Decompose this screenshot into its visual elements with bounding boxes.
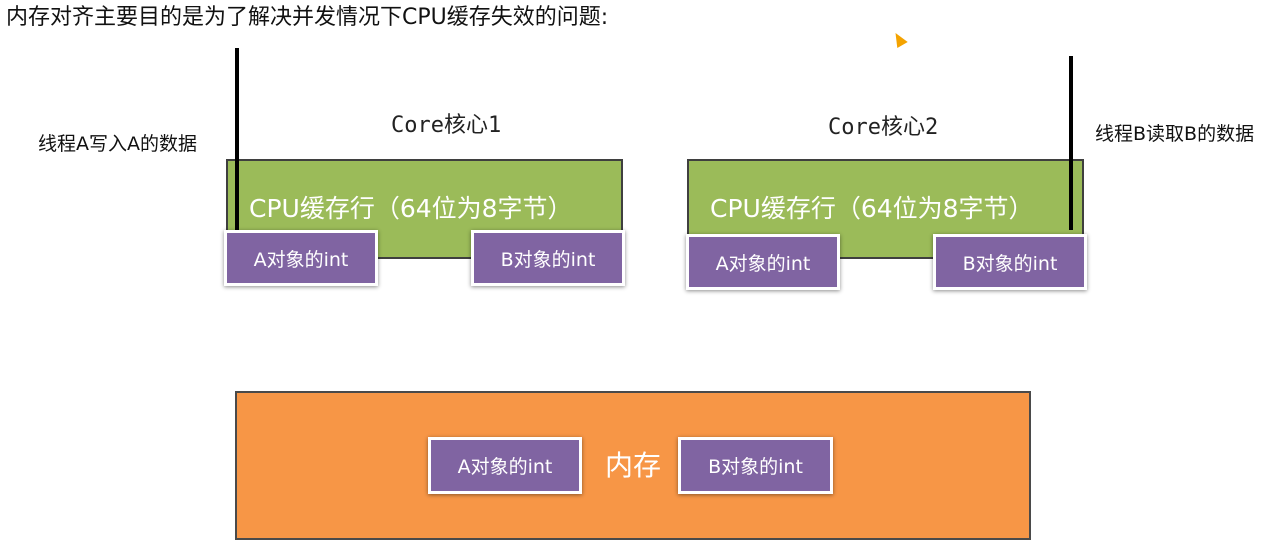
core2-a-object: A对象的int	[686, 234, 840, 290]
core1-cache-line-label: CPU缓存行（64位为8字节）	[249, 194, 573, 223]
memory-label: 内存	[605, 449, 662, 482]
core2-cache-line-label: CPU缓存行（64位为8字节）	[710, 194, 1034, 223]
thread-b-line	[1069, 56, 1073, 230]
core2-b-object-label: B对象的int	[962, 252, 1058, 275]
core1-a-object-label: A对象的int	[253, 248, 349, 271]
core1-b-object: B对象的int	[471, 230, 625, 286]
mouse-cursor-icon	[890, 29, 908, 49]
memory-a-object-label: A对象的int	[457, 456, 553, 478]
core2-title: Core核心2	[828, 115, 939, 140]
thread-a-line	[235, 48, 239, 238]
page-title: 内存对齐主要目的是为了解决并发情况下CPU缓存失效的问题:	[6, 5, 609, 30]
memory-a-object: A对象的int	[428, 437, 582, 494]
core1-a-object: A对象的int	[224, 230, 378, 286]
memory-b-object: B对象的int	[678, 437, 833, 494]
core1-title: Core核心1	[391, 113, 502, 138]
thread-b-label: 线程B读取B的数据	[1095, 123, 1255, 145]
thread-a-label: 线程A写入A的数据	[38, 133, 197, 155]
core2-b-object: B对象的int	[933, 234, 1087, 290]
core2-a-object-label: A对象的int	[715, 252, 811, 275]
memory-b-object-label: B对象的int	[708, 456, 803, 478]
core1-b-object-label: B对象的int	[500, 248, 596, 271]
memory-block	[235, 391, 1031, 540]
